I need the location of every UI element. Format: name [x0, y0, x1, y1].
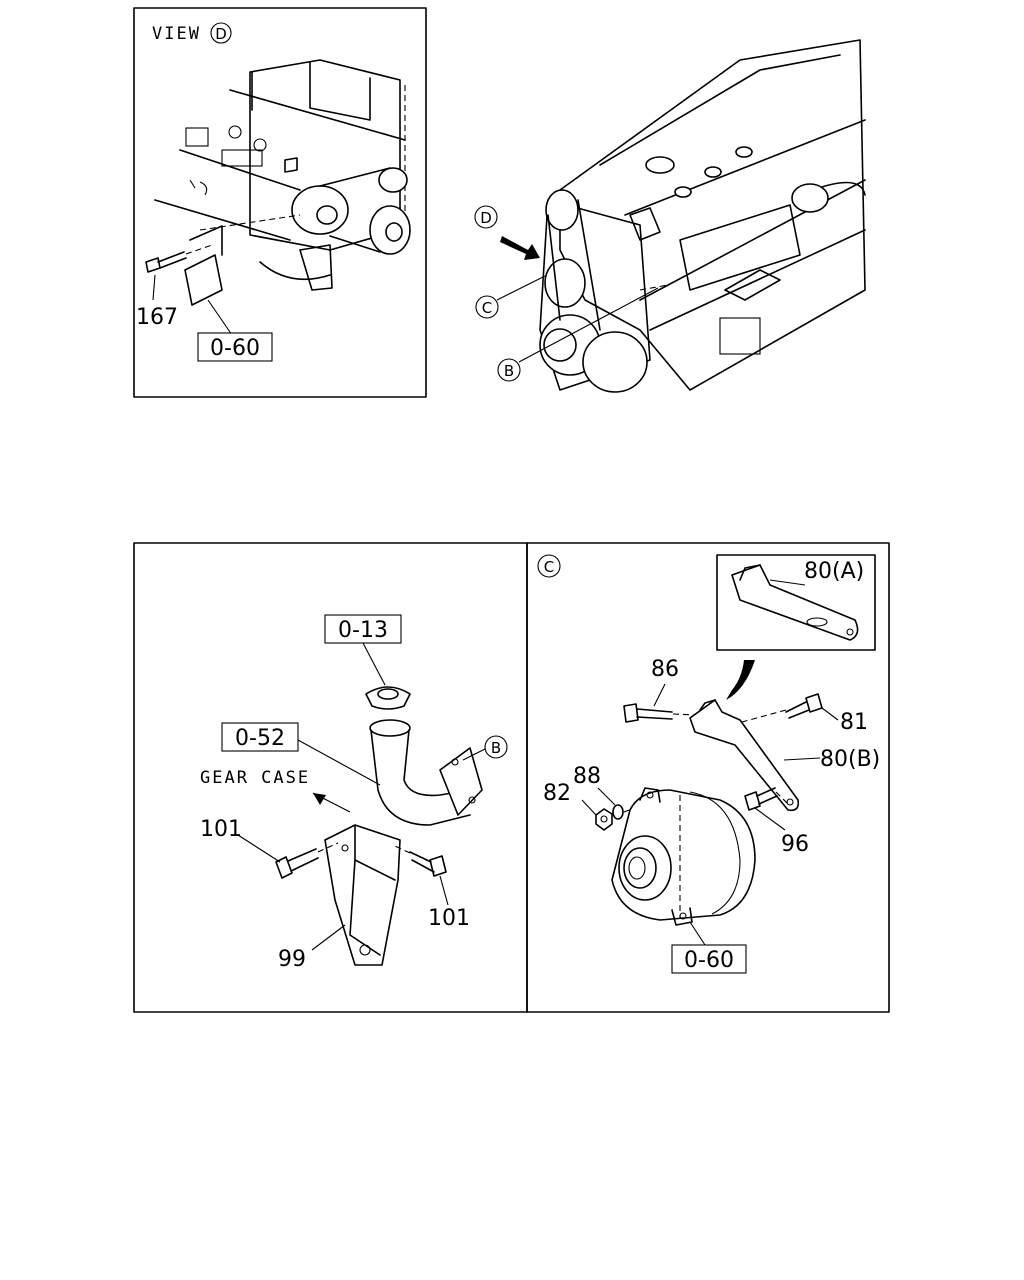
view-arrow-icon — [500, 236, 540, 260]
washer-88 — [612, 804, 624, 820]
bolt-81 — [741, 693, 823, 723]
bolt-167 — [145, 244, 213, 273]
bolt-96 — [744, 787, 791, 811]
circle-b — [497, 358, 521, 382]
view-d-frame — [133, 7, 427, 398]
bolt-86 — [623, 703, 696, 723]
part-101-right-label: 101 — [428, 906, 470, 931]
circle-c — [475, 295, 499, 319]
circle-c-letter: C — [482, 299, 492, 317]
part-80b-label: 80(B) — [820, 747, 880, 772]
circle-d-letter: D — [480, 209, 492, 227]
ref-013-box — [324, 614, 402, 644]
panel-c-circle-c-letter: C — [544, 558, 554, 576]
ref-060-label-bottom: 0-60 — [684, 948, 734, 973]
filler-pipe — [369, 719, 483, 826]
view-d-title-circle — [210, 22, 232, 44]
view-d-title-letter: D — [215, 25, 227, 43]
view-d-panel: VIEW D — [133, 7, 427, 398]
circle-d — [474, 205, 498, 229]
ref-052-label: 0-52 — [235, 726, 285, 751]
part-99-label: 99 — [278, 947, 306, 972]
ref-060-box-top — [197, 332, 273, 362]
view-d-bracket — [184, 225, 223, 306]
panel-b-circle-b-letter: B — [491, 739, 501, 757]
part-82-label: 82 — [543, 781, 571, 806]
part-86-label: 86 — [651, 657, 679, 682]
alternator — [611, 787, 756, 926]
view-d-title: VIEW — [152, 24, 201, 44]
filler-cap — [365, 686, 411, 710]
view-d-engine-sketch — [154, 59, 411, 291]
part-96-label: 96 — [781, 832, 809, 857]
ref-060-label-top: 0-60 — [210, 336, 260, 361]
curved-arrow-icon — [726, 660, 755, 700]
part-81-label: 81 — [840, 710, 868, 735]
ref-052-box — [221, 722, 299, 752]
bolt-101-left — [275, 842, 339, 879]
part-101-left-label: 101 — [200, 817, 242, 842]
bracket-80a — [731, 564, 859, 641]
inset-80a-frame — [716, 554, 876, 651]
ref-013-label: 0-13 — [338, 618, 388, 643]
panel-c-frame — [526, 542, 890, 1013]
panel-c: C 80(A) 86 80(B) — [526, 542, 890, 1013]
panel-b-circle-b — [484, 735, 508, 759]
panel-b: 0-13 B 0-52 GEAR CASE — [133, 542, 528, 1013]
panel-c-circle-c — [537, 554, 561, 578]
gear-case-arrow-icon — [313, 793, 326, 805]
circle-b-letter: B — [504, 362, 514, 380]
bracket-99 — [324, 824, 401, 966]
engine-overview: D C B — [474, 39, 866, 393]
nut-82 — [595, 808, 613, 831]
part-80a-label: 80(A) — [804, 559, 864, 584]
gear-case-label: GEAR CASE — [200, 768, 310, 788]
bolt-101-right — [394, 845, 447, 877]
part-167-label: 167 — [136, 305, 178, 330]
ref-060-box-bottom — [671, 944, 747, 974]
bracket-80b — [689, 699, 800, 812]
part-88-label: 88 — [573, 764, 601, 789]
